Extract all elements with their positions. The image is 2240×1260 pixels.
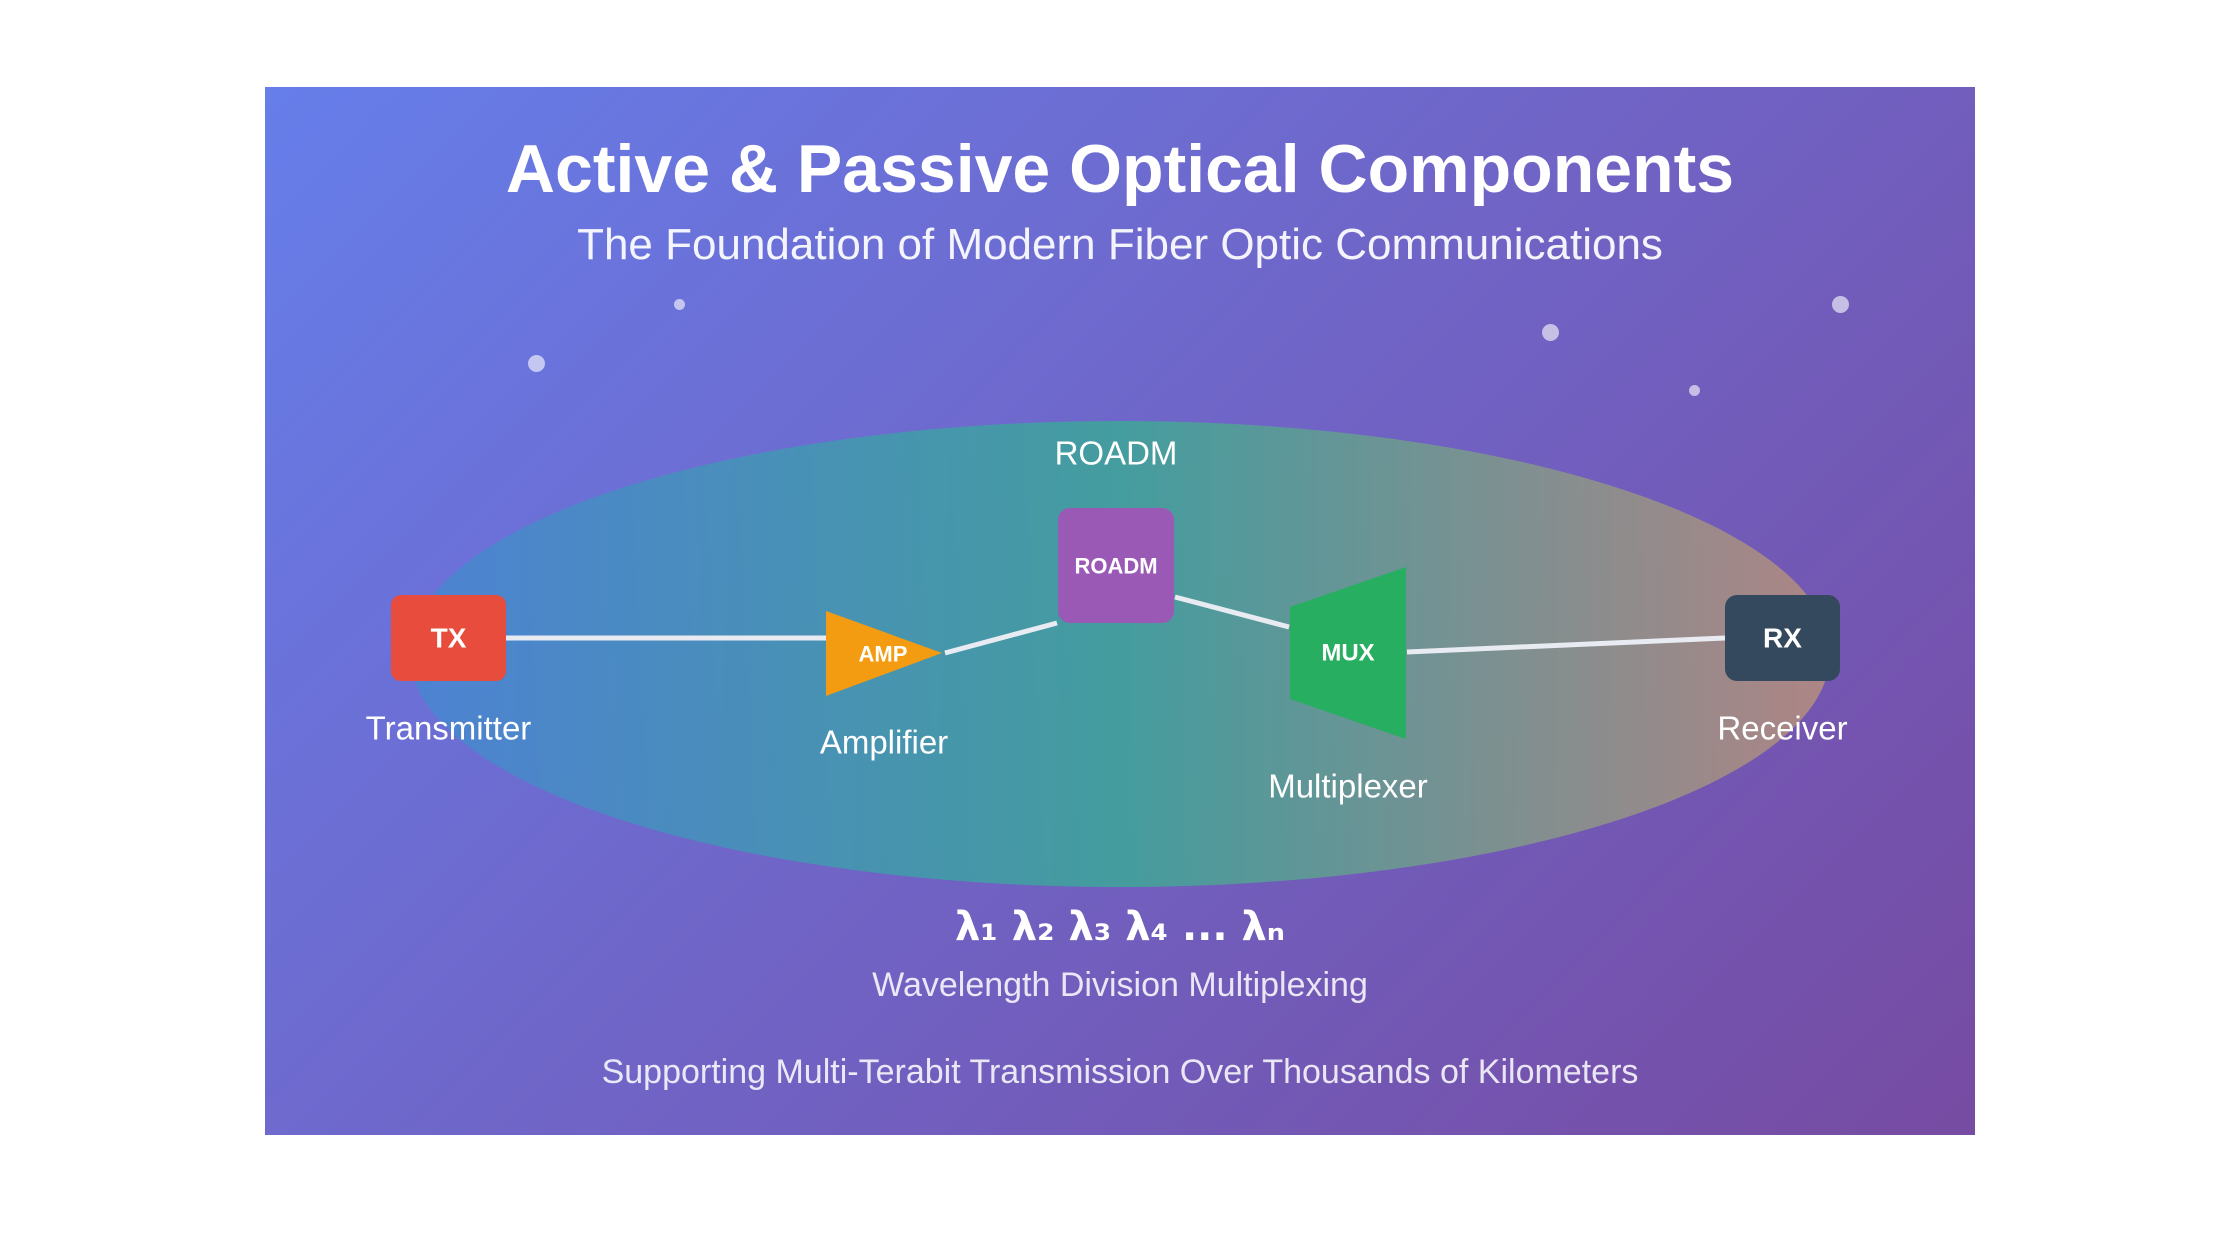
receiver-node: RX Receiver [1717, 595, 1848, 747]
optical-network-diagram: TX Transmitter AMP Amplifier ROADM ROADM… [366, 421, 1848, 887]
diagram-slide: Active & Passive Optical Components The … [265, 87, 1975, 1135]
footer-caption: Supporting Multi-Terabit Transmission Ov… [601, 1053, 1639, 1091]
amplifier-code: AMP [859, 642, 908, 667]
page-title: Active & Passive Optical Components [505, 131, 1735, 207]
amplifier-label: Amplifier [820, 724, 948, 761]
amplifier-node: AMP Amplifier [820, 611, 948, 761]
decorative-dot [1832, 296, 1849, 313]
wdm-label: Wavelength Division Multiplexing [872, 966, 1368, 1004]
multiplexer-code: MUX [1321, 640, 1374, 667]
transmitter-node: TX Transmitter [366, 595, 532, 747]
multiplexer-node: MUX Multiplexer [1268, 567, 1428, 805]
decorative-dot [674, 299, 685, 310]
decorative-dot [528, 355, 545, 372]
page-subtitle: The Foundation of Modern Fiber Optic Com… [577, 220, 1663, 269]
fiber-link [1174, 594, 1290, 630]
decorative-dot [1689, 385, 1700, 396]
roadm-box [1058, 508, 1174, 623]
multiplexer-label: Multiplexer [1268, 768, 1428, 805]
roadm-label: ROADM [1055, 435, 1178, 472]
transmitter-label: Transmitter [366, 710, 532, 747]
receiver-box [1725, 595, 1840, 681]
multiplexer-trapezoid [1290, 567, 1406, 739]
amplifier-triangle [826, 611, 942, 696]
receiver-code: RX [1763, 623, 1802, 654]
roadm-node: ROADM ROADM [1055, 435, 1178, 623]
fiber-link [944, 620, 1058, 656]
roadm-code: ROADM [1074, 554, 1157, 579]
transmitter-box [391, 595, 506, 681]
receiver-label: Receiver [1717, 710, 1847, 747]
wavelength-symbols: λ₁ λ₂ λ₃ λ₄ ... λₙ [954, 904, 1286, 950]
transmitter-code: TX [431, 623, 467, 654]
fiber-link [1406, 635, 1726, 655]
decorative-dot [1542, 324, 1559, 341]
network-ellipse [410, 421, 1830, 887]
